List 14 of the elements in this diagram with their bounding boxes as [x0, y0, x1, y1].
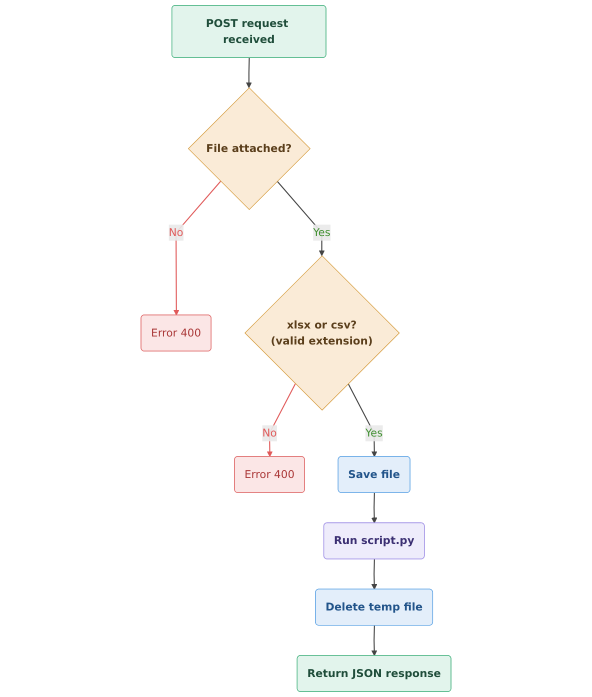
edge-label: Yes	[365, 426, 383, 440]
arrow	[348, 383, 378, 457]
arrow	[371, 626, 378, 656]
arrow	[371, 492, 378, 524]
arrow	[173, 180, 222, 316]
arrow	[371, 559, 378, 590]
edge-label: Yes	[313, 226, 330, 239]
node-diamond: xlsx or csv? (valid extension)	[244, 255, 400, 411]
edge-label: No	[262, 426, 277, 440]
edge-label: No	[168, 226, 184, 239]
arrow	[266, 383, 296, 457]
arrow	[276, 180, 325, 256]
arrow	[246, 58, 252, 88]
node-diamond: File attached?	[188, 87, 311, 210]
